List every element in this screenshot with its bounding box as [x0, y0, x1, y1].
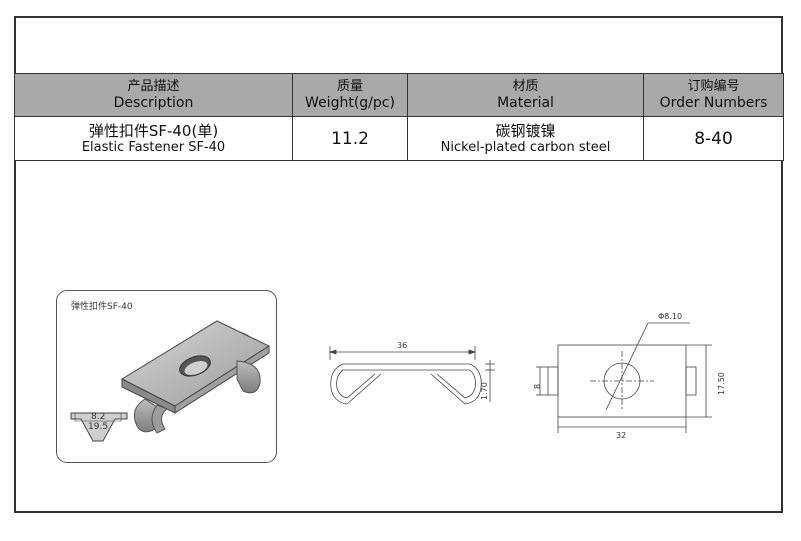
header-order-cn: 订购编号	[687, 78, 740, 94]
weight-value: 11.2	[331, 128, 369, 149]
cell-description: 弹性扣件SF-40(单)Elastic Fastener SF-40	[14, 116, 293, 161]
slot-dim-top: 8.2	[91, 412, 106, 422]
top-view-drawing: Φ8.10 8 17.50 32	[533, 312, 726, 440]
slot-profile-icon	[70, 412, 128, 442]
fastener-illustration	[120, 320, 271, 434]
header-weight-cn: 质量	[336, 78, 363, 94]
header-material-en: Material	[497, 94, 554, 111]
order-number-value: 8-40	[694, 128, 733, 149]
header-description-en: Description	[113, 94, 194, 111]
side-height-dim: 1.70	[480, 382, 489, 400]
header-description-cn: 产品描述	[127, 78, 180, 94]
top-width-dim: 32	[616, 431, 626, 440]
table-row: 弹性扣件SF-40(单)Elastic Fastener SF-40 11.2 …	[14, 116, 784, 161]
material-cn: 碳钢镀镍	[495, 122, 556, 140]
tab-width-dim: 8	[533, 384, 542, 389]
header-weight-en: Weight(g/pc)	[305, 94, 395, 111]
product-card-label: 弹性扣件SF-40	[71, 302, 133, 312]
header-order-en: Order Numbers	[659, 94, 768, 111]
description-cn: 弹性扣件SF-40(单)	[88, 122, 219, 140]
hole-diameter-dim: Φ8.10	[658, 312, 682, 321]
side-length-dim: 36	[397, 341, 407, 350]
slot-dim-bottom: 19.5	[88, 422, 109, 432]
page-frame	[14, 16, 783, 513]
top-height-dim: 17.50	[717, 372, 726, 395]
material-en: Nickel-plated carbon steel	[440, 140, 611, 155]
cell-weight: 11.2	[292, 116, 408, 161]
description-en: Elastic Fastener SF-40	[81, 140, 226, 155]
header-material-cn: 材质	[512, 78, 539, 94]
cell-order-number: 8-40	[643, 116, 784, 161]
side-view-drawing: 36 1.70	[328, 341, 495, 405]
product-image-card: 弹性扣件SF-40 8.2 19.5	[56, 290, 277, 463]
